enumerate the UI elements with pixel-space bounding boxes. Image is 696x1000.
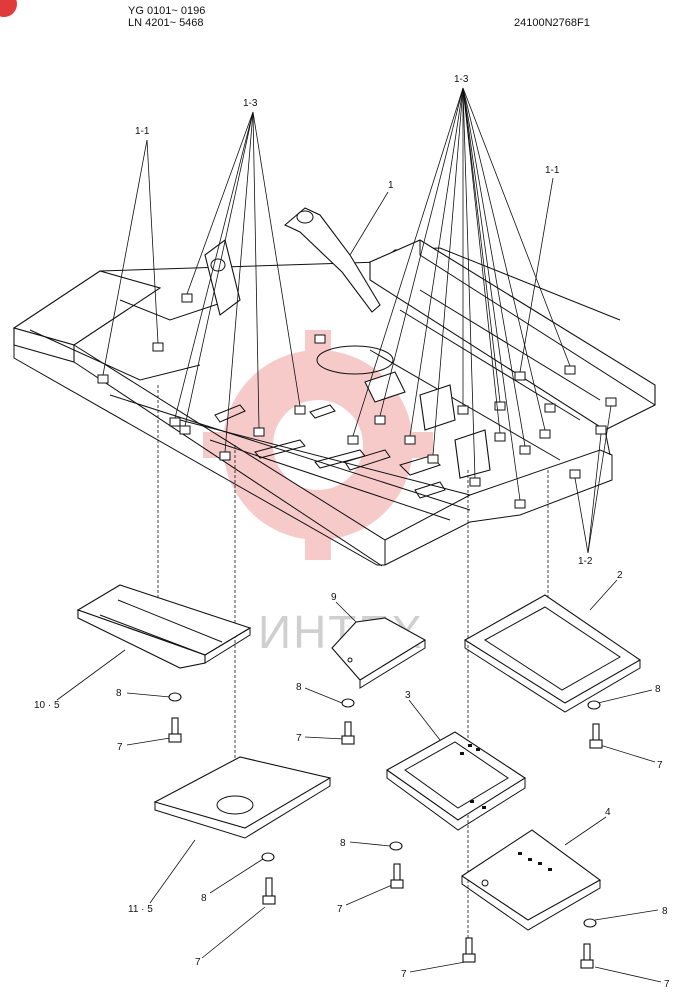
cover-plate-9 [331,617,427,689]
cover-plate-3 [385,731,527,831]
callout-1-3-right: 1-3 [454,74,469,85]
callout-1-3-left: 1-3 [243,98,258,109]
drawing-code: 24100N2768F1 [514,17,590,29]
watermark-logo [203,330,433,560]
callout-7-c: 7 [657,760,663,771]
serial-range-1: YG 0101~ 0196 [128,5,206,17]
callout-7-e: 7 [195,957,201,968]
cover-plate-11-5 [153,756,332,839]
cover-plate-10-5 [76,584,252,669]
callout-1-1-left: 1-1 [135,126,150,137]
callout-1: 1 [388,180,394,191]
callout-8-d: 8 [340,838,346,849]
callout-7-b: 7 [296,733,302,744]
callout-2: 2 [617,570,623,581]
callout-10-5: 10 · 5 [34,700,60,711]
washers [168,692,601,928]
mounting-clips [97,293,617,509]
cover-plate-4 [461,829,602,931]
frame-assembly [12,207,656,567]
callout-7-a: 7 [117,742,123,753]
callout-8-f: 8 [662,906,668,917]
cover-plate-2 [463,594,642,713]
bolts [168,717,603,969]
callout-3: 3 [405,690,411,701]
callout-8-a: 8 [116,688,122,699]
callout-9: 9 [331,592,337,603]
callout-1-2: 1-2 [578,556,593,567]
callout-8-e: 8 [201,893,207,904]
corner-marker-icon [0,0,17,17]
leader-lines [56,87,662,983]
callout-4: 4 [605,807,611,818]
callout-1-1-right: 1-1 [545,165,560,176]
callout-11-5: 11 · 5 [128,904,153,915]
callout-labels: 1 1-1 1-1 1-2 1-3 1-3 2 3 4 9 10 · 5 11 … [34,74,670,990]
callout-8-b: 8 [296,682,302,693]
serial-range-2: LN 4201~ 5468 [128,17,204,29]
callout-7-d: 7 [337,904,343,915]
callout-7-g: 7 [664,979,670,990]
callout-7-f: 7 [401,969,407,980]
callout-8-c: 8 [655,684,661,695]
